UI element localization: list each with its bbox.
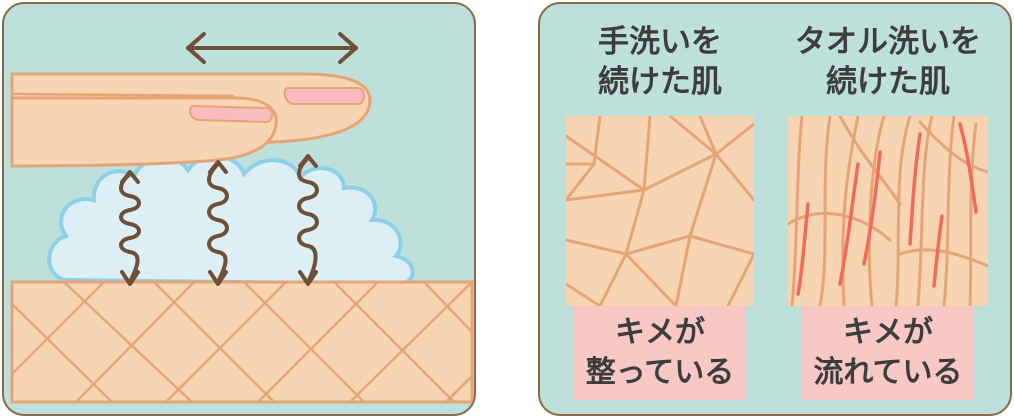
- spiral-arrow-icon: [207, 160, 229, 286]
- spiral-arrow-icon: [119, 170, 141, 286]
- foam-cloud: [47, 154, 415, 287]
- streaked-texture-lines: [788, 116, 988, 306]
- caption-line: キメが: [843, 315, 933, 350]
- skin-texture-swatches: [566, 116, 988, 306]
- regular-texture-lines: [566, 116, 754, 306]
- fingers-foam-skin-illustration: [10, 32, 474, 404]
- upper-fingernail: [283, 87, 365, 105]
- damage-lines: [796, 122, 978, 296]
- heading-line: 続けた肌: [826, 64, 950, 100]
- towel-wash-heading: タオル洗いを 続けた肌: [788, 22, 988, 102]
- left-right-arrow-icon: [186, 32, 358, 64]
- heading-line: 続けた肌: [598, 64, 722, 100]
- towel-wash-caption: キメが 流れている: [802, 306, 974, 400]
- hand-wash-heading: 手洗いを 続けた肌: [560, 22, 760, 102]
- lower-fingernail: [189, 104, 273, 124]
- towel-wash-skin-swatch: [788, 116, 988, 306]
- skin-texture-comparison-panel: 手洗いを 続けた肌 タオル洗いを 続けた肌 キメが 整っている キメが 流れてい…: [538, 2, 1012, 416]
- caption-line: 流れている: [813, 355, 963, 390]
- spiral-arrow-icon: [297, 154, 319, 286]
- skin-surface: [10, 280, 474, 404]
- heading-line: 手洗いを: [598, 24, 722, 60]
- caption-line: キメが: [615, 315, 705, 350]
- hand-wash-illustration-panel: [2, 2, 476, 416]
- skin-texture-grid: [12, 282, 472, 402]
- hand-wash-caption: キメが 整っている: [574, 306, 746, 400]
- heading-line: タオル洗いを: [795, 24, 981, 60]
- caption-line: 整っている: [585, 355, 735, 390]
